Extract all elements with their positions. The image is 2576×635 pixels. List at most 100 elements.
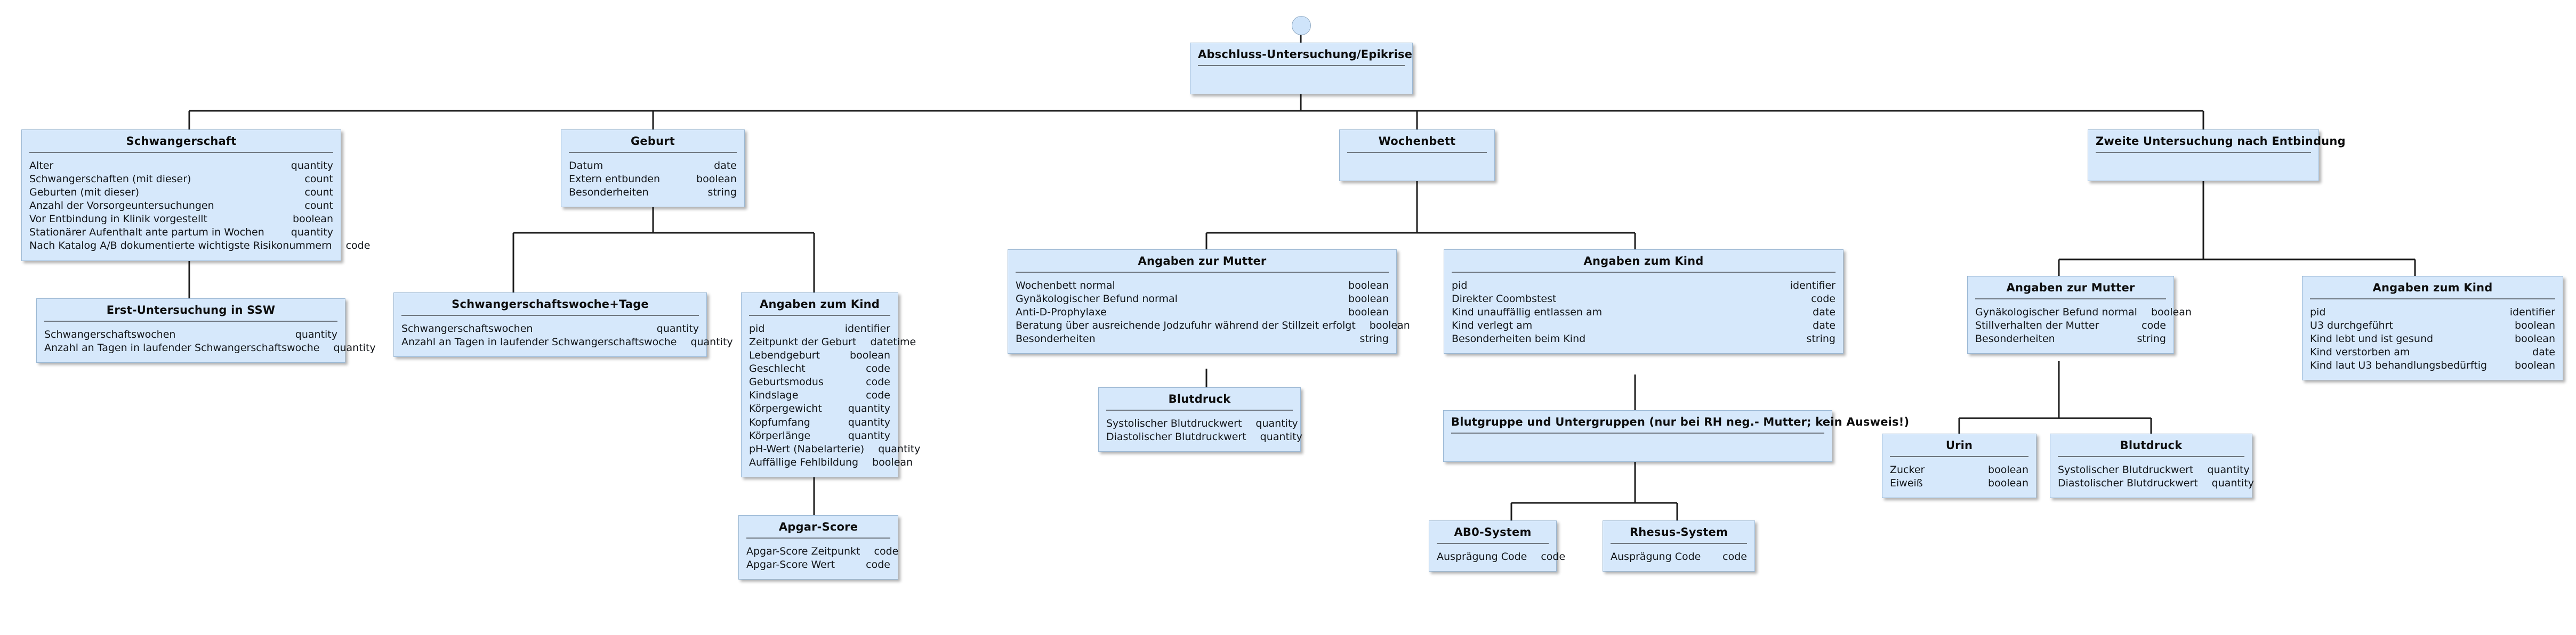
node-title: Wochenbett (1378, 135, 1456, 148)
attr-type: boolean (2515, 333, 2555, 345)
attr-name: Systolischer Blutdruckwert (1106, 418, 1242, 429)
attr-name: Eiweiß (1890, 477, 1923, 490)
attr-name: Auffällige Fehlbildung (749, 456, 859, 468)
attr-name: Kind verlegt am (1452, 320, 1533, 332)
attr-name: Diastolischer Blutdruckwert (2058, 477, 2198, 490)
attr-name: Körperlänge (749, 429, 811, 442)
attr-row: Systolischer Blutdruckwert quantity (1106, 417, 1298, 430)
attr-type: quantity (1255, 418, 1298, 429)
title-divider (1198, 65, 1405, 66)
attr-type: date (1813, 306, 1836, 319)
attr-type: count (304, 186, 333, 199)
attr-row: Geschlecht code (749, 362, 890, 376)
title-divider (569, 152, 737, 153)
attr-type: quantity (2211, 477, 2254, 490)
attr-type: quantity (878, 443, 921, 455)
title-divider (401, 315, 699, 316)
attr-name: Zucker (1890, 464, 1925, 476)
attr-name: Anti-D-Prophylaxe (1016, 306, 1107, 319)
attr-type: datetime (870, 336, 916, 348)
attr-row: Körperlänge quantity (749, 429, 890, 443)
attr-name: Stillverhalten der Mutter (1975, 320, 2099, 332)
title-divider (1890, 456, 2028, 457)
attr-type: code (866, 363, 890, 375)
node-wochenbett[interactable]: Wochenbett (1339, 129, 1495, 181)
attr-name: Besonderheiten (1975, 333, 2055, 345)
attr-type: boolean (1348, 293, 1389, 305)
attr-name: Zeitpunkt der Geburt (749, 336, 857, 348)
node-blutgruppe-und-untergruppen[interactable]: Blutgruppe und Untergruppen (nur bei RH … (1443, 410, 1909, 462)
attr-type: boolean (2151, 306, 2192, 318)
title-divider (746, 538, 890, 539)
attr-type: code (1541, 551, 1566, 563)
attr-type: date (2532, 346, 2555, 359)
node-schwangerschaftswoche-tage[interactable]: Schwangerschaftswoche+Tage Schwangerscha… (393, 292, 733, 357)
attr-type: quantity (690, 336, 733, 348)
attr-list: Schwangerschaftswochen quantity Anzahl an… (394, 316, 733, 356)
attr-name: pid (2310, 306, 2326, 318)
node-erst-untersuchung-in-ssw[interactable]: Erst-Untersuchung in SSW Schwangerschaft… (36, 298, 376, 363)
attr-type: quantity (291, 226, 333, 239)
attr-type: date (714, 160, 737, 172)
attr-name: Vor Entbindung in Klinik vorgestellt (29, 213, 208, 225)
attr-type: quantity (1260, 431, 1302, 443)
node-title: AB0-System (1454, 526, 1532, 539)
attr-name: Anzahl an Tagen in laufender Schwangersc… (401, 336, 677, 348)
attr-row: Schwangerschaften (mit dieser)count (29, 173, 333, 186)
attr-type: quantity (656, 323, 699, 335)
attr-name: pid (749, 323, 765, 335)
node-abschluss-untersuchung-epikrise[interactable]: Abschluss-Untersuchung/Epikrise (1190, 43, 1413, 94)
attr-name: Nach Katalog A/B dokumentierte wichtigst… (29, 240, 332, 252)
attr-type: code (345, 240, 371, 252)
node-title: Rhesus-System (1629, 526, 1728, 539)
node-angaben-zur-mutter-zweite-untersuchung[interactable]: Angaben zur Mutter Gynäkologischer Befun… (1967, 276, 2192, 354)
node-zweite-untersuchung-nach-entbindung[interactable]: Zweite Untersuchung nach Entbindung (2088, 129, 2346, 181)
title-divider (2310, 298, 2555, 299)
attr-type: identifier (844, 323, 890, 335)
attr-row: Stationärer Aufenthalt ante partum in Wo… (29, 226, 333, 239)
attr-type: code (874, 546, 899, 557)
title-divider (29, 152, 333, 153)
attr-type: code (866, 559, 890, 571)
node-title: Angaben zur Mutter (1138, 255, 1267, 267)
attr-type: string (1359, 333, 1389, 345)
node-title: Angaben zum Kind (1583, 255, 1704, 267)
attr-list (1190, 66, 1412, 94)
attr-name: Kind unauffällig entlassen am (1452, 306, 1603, 319)
attr-type: quantity (848, 429, 890, 442)
attr-name: Schwangerschaftswochen (401, 323, 533, 335)
node-title: Blutdruck (2120, 439, 2183, 452)
attr-name: Geschlecht (749, 363, 806, 375)
title-divider (1106, 410, 1293, 411)
